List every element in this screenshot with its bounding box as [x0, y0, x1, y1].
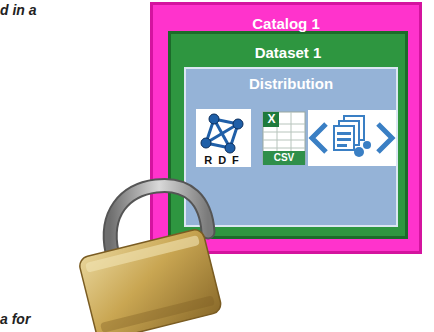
rdf-label: RDF: [198, 154, 251, 166]
excel-mark: X: [264, 112, 279, 127]
csv-label: CSV: [263, 151, 305, 165]
node-title: Catalog 1: [153, 15, 419, 32]
node-title: Dataset 1: [171, 44, 405, 61]
xml-icon: [308, 110, 396, 166]
rdf-icon: [196, 109, 251, 167]
partial-text: d in a: [0, 2, 37, 18]
csv-icon: [263, 112, 305, 165]
partial-text: a for: [0, 311, 30, 327]
node-title: Distribution: [186, 75, 396, 92]
